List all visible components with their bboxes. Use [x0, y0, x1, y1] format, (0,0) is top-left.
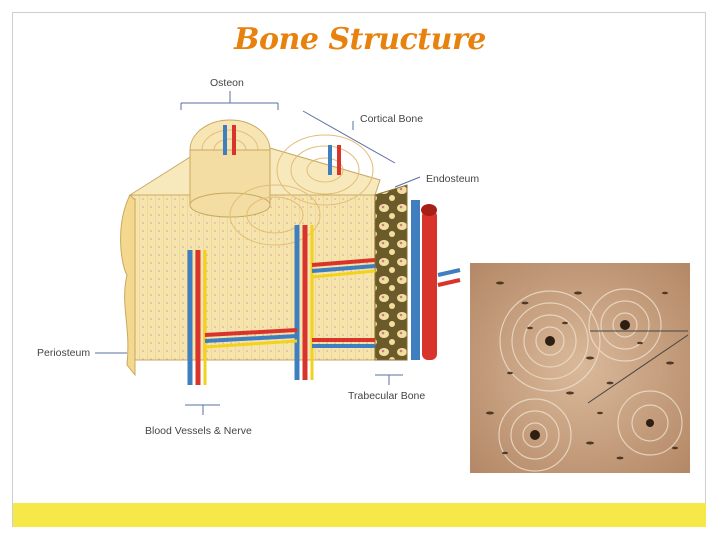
vessels-and-nerve: [187, 225, 376, 385]
slide-title: Bone Structure: [234, 22, 486, 57]
osteon-cylinder: [189, 119, 271, 218]
footer-bar: [13, 503, 706, 527]
label-cortical-bone: Cortical Bone: [360, 113, 424, 125]
label-endosteum: Endosteum: [426, 173, 480, 185]
medullary-vessels: [411, 200, 461, 360]
label-periosteum: Periosteum: [37, 347, 91, 359]
osteon-rings-top: [229, 134, 374, 246]
label-osteon: Osteon: [210, 77, 244, 89]
leader-lines: [95, 91, 421, 415]
label-blood-vessels-nerve: Blood Vessels & Nerve: [145, 425, 252, 437]
bone-structure-illustration: [95, 91, 461, 415]
label-trabecular-bone: Trabecular Bone: [348, 390, 426, 402]
osteon-micrograph-image: [470, 263, 690, 473]
trabecular-bone-region: [374, 184, 408, 361]
